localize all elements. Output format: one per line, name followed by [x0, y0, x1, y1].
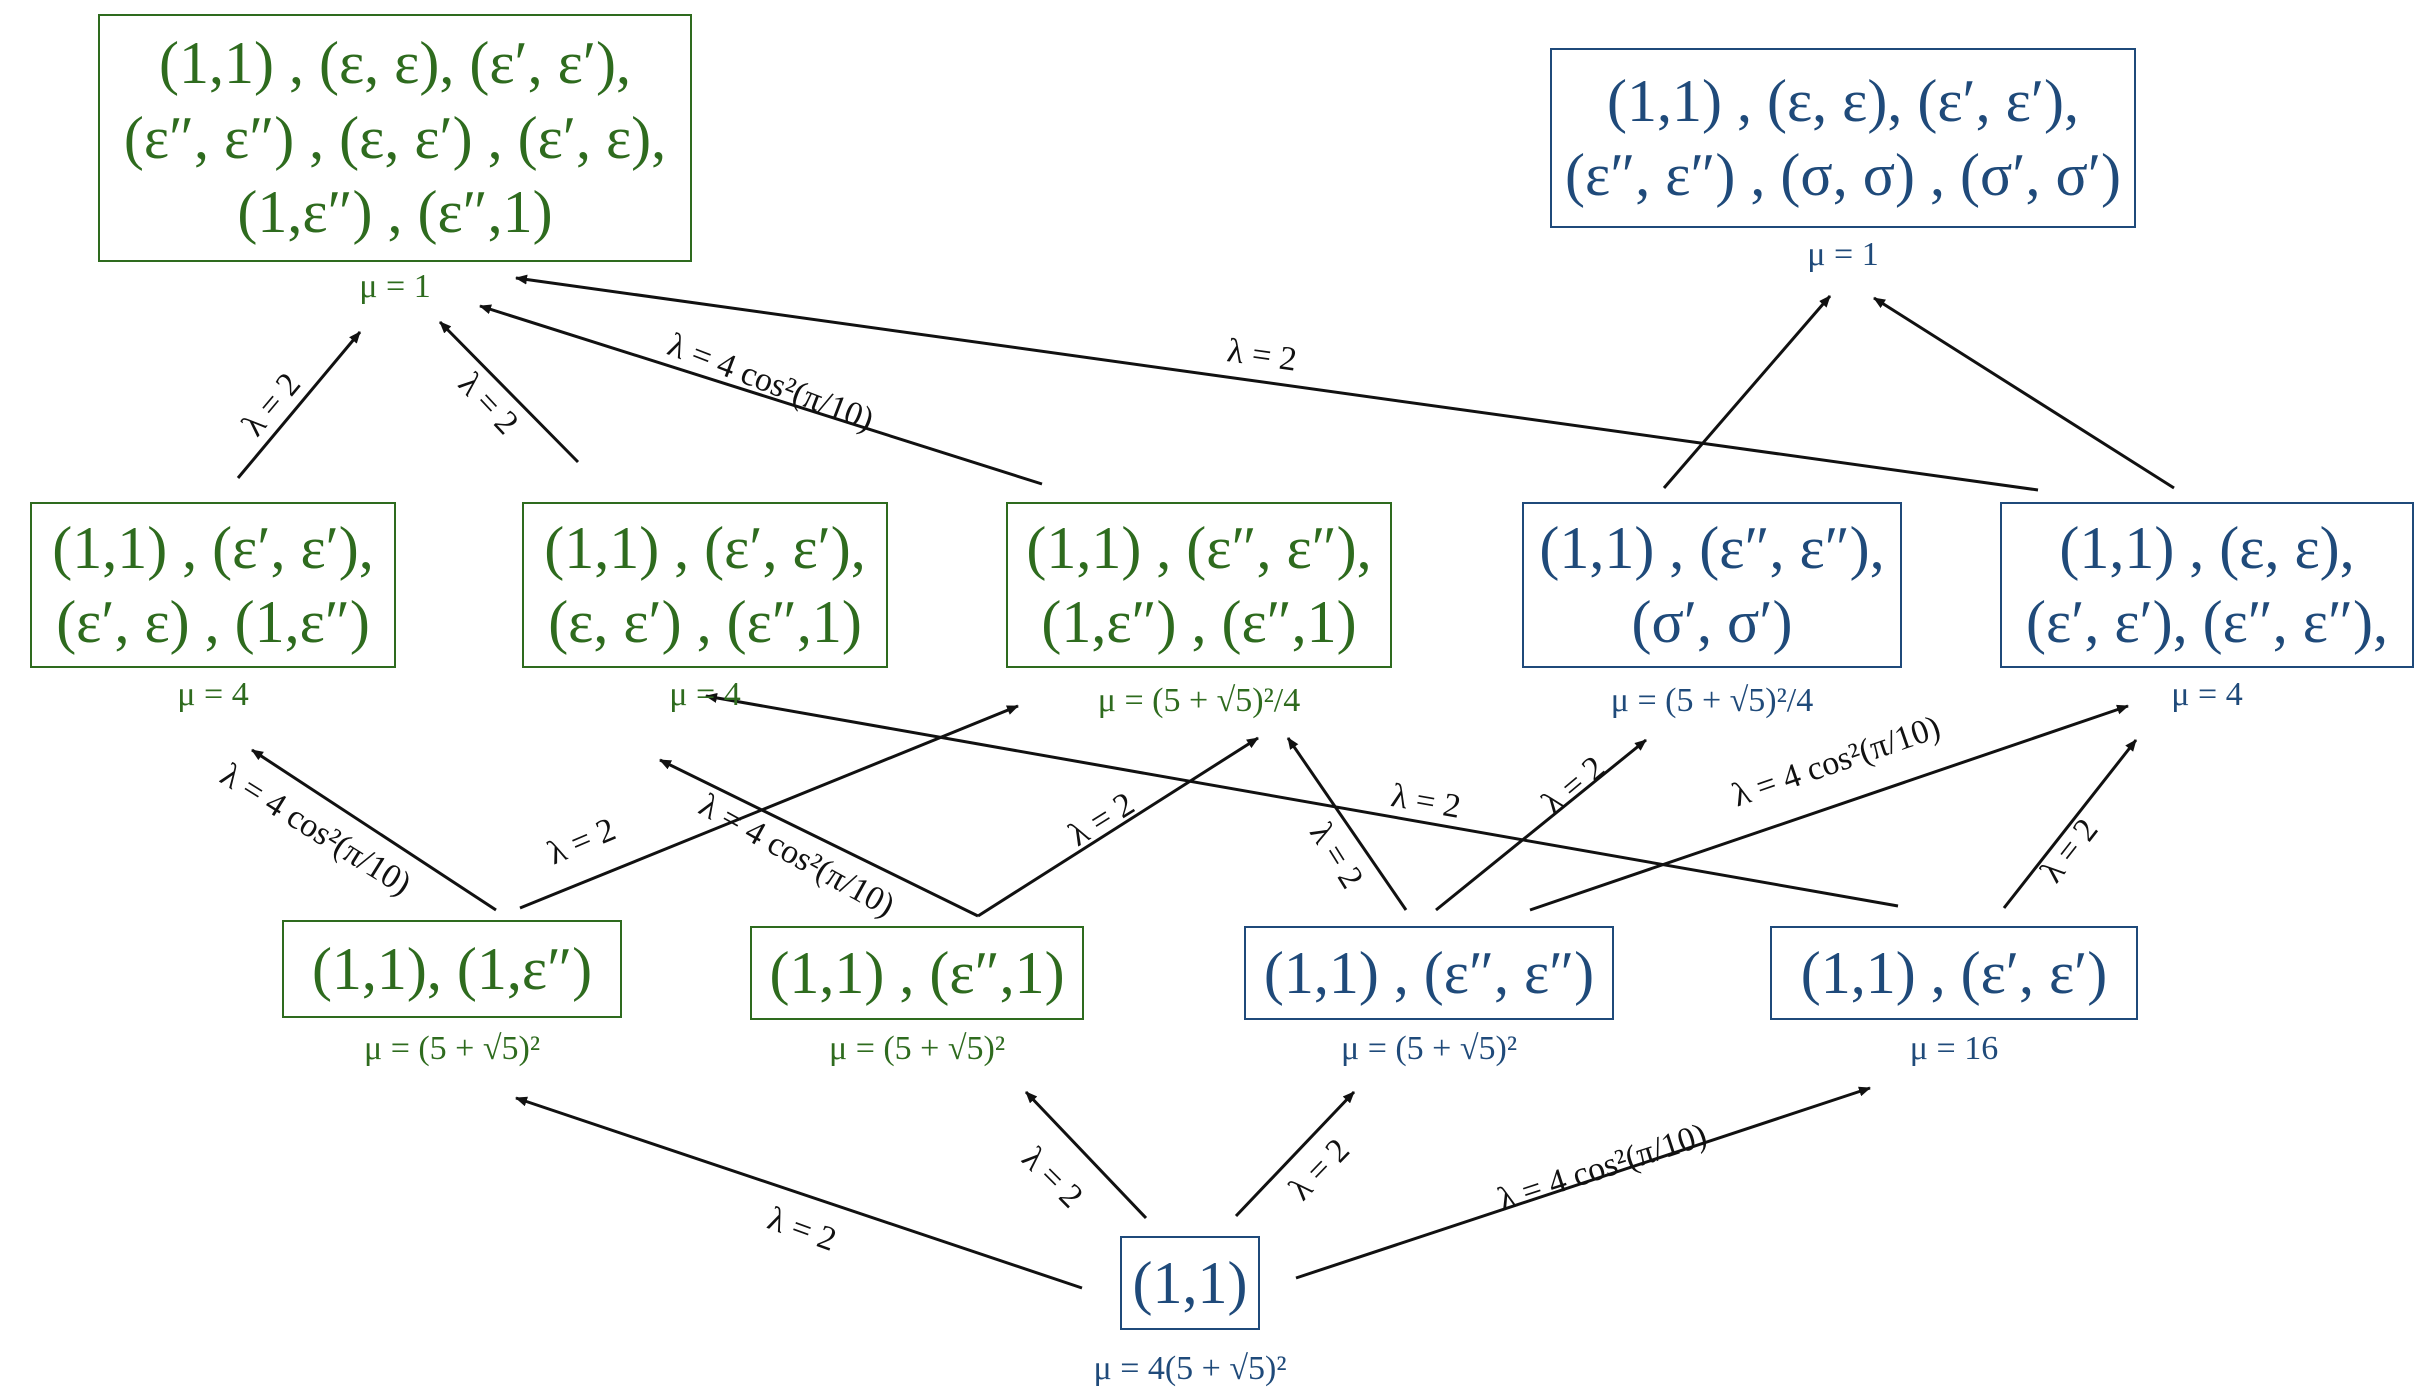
node-label-line: (ε″, ε″) , (σ, σ) , (σ′, σ′) — [1565, 142, 2121, 208]
edge-arrow-low-4-to-mid-5 — [2002, 739, 2138, 909]
edge-arrow-mid-3-to-top-green — [479, 304, 1043, 486]
node-label-line: (1,1) , (ε″, ε″), — [1026, 514, 1372, 581]
edge-arrow-low-1-to-mid-1 — [251, 748, 497, 912]
edge-arrow-bottom-to-low-4 — [1295, 1086, 1871, 1280]
edge-arrow-low-2-to-mid-2 — [659, 758, 979, 918]
node-mid-1: (1,1) , (ε′, ε′), (ε′, ε) , (1,ε″) — [30, 502, 396, 668]
edge-arrow-low-3-to-mid-5 — [1529, 704, 2129, 912]
edge-arrow-mid-1-to-top-green — [236, 331, 362, 479]
node-mu-bottom: μ = 4(5 + √5)² — [1093, 1350, 1287, 1387]
node-mu-mid-1: μ = 4 — [177, 676, 249, 713]
node-low-3: (1,1) , (ε″, ε″) — [1244, 926, 1614, 1020]
node-mid-2: (1,1) , (ε′, ε′), (ε, ε′) , (ε″,1) — [522, 502, 888, 668]
node-mu-low-3: μ = (5 + √5)² — [1340, 1030, 1518, 1067]
edge-arrow-mid-4-to-top-blue — [1662, 295, 1832, 489]
node-mid-5: (1,1) , (ε, ε), (ε′, ε′), (ε″, ε″), — [2000, 502, 2414, 668]
node-mid-4: (1,1) , (ε″, ε″), (σ′, σ′) — [1522, 502, 1902, 668]
edge-arrow-low-3-to-mid-3 — [1286, 737, 1408, 911]
node-top-green: (1,1) , (ε, ε), (ε′, ε′), (ε″, ε″) , (ε, … — [98, 14, 692, 262]
node-label-line: (ε′, ε) , (1,ε″) — [56, 589, 370, 655]
node-mid-3: (1,1) , (ε″, ε″), (1,ε″) , (ε″,1) — [1006, 502, 1392, 668]
node-mu-top-green: μ = 1 — [359, 268, 431, 305]
node-low-4: (1,1) , (ε′, ε′) — [1770, 926, 2138, 1020]
edge-arrow-bottom-to-low-2 — [1024, 1090, 1148, 1220]
node-label-line: (1,1) , (ε″, ε″), — [1539, 514, 1885, 581]
edge-arrow-mid-2-to-top-green — [438, 320, 580, 464]
node-label-line: (1,1) , (ε″,1) — [769, 939, 1065, 1006]
edge-arrow-low-2-to-mid-3 — [977, 736, 1259, 918]
edge-arrow-mid-5-to-top-blue — [1873, 296, 2175, 490]
node-label-line: (1,1) — [1132, 1249, 1248, 1316]
edge-arrow-low-4-to-mid-2 — [705, 692, 1899, 908]
node-low-2: (1,1) , (ε″,1) — [750, 926, 1084, 1020]
node-label-line: (1,1) , (ε″, ε″) — [1263, 939, 1595, 1006]
node-label-line: (1,1) , (ε′, ε′) — [1800, 939, 2108, 1006]
node-label-line: (ε, ε′) , (ε″,1) — [548, 589, 862, 655]
node-bottom: (1,1) — [1120, 1236, 1260, 1330]
node-label-line: (1,1) , (ε′, ε′), — [544, 514, 866, 581]
edge-arrow-low-3-to-mid-4 — [1435, 738, 1647, 912]
node-label-line: (σ′, σ′) — [1631, 589, 1793, 655]
node-label-line: (1,1), (1,ε″) — [311, 935, 593, 1002]
node-label-line: (1,1) , (ε′, ε′), — [52, 514, 374, 581]
node-label-line: (1,1) , (ε, ε), (ε′, ε′), — [159, 30, 631, 97]
edge-arrow-bottom-to-low-3 — [1234, 1090, 1356, 1218]
node-label-line: (ε″, ε″) , (ε, ε′) , (ε′, ε), — [123, 104, 667, 171]
edge-arrow-low-1-to-mid-3 — [519, 704, 1019, 910]
node-mu-mid-2: μ = 4 — [669, 676, 741, 713]
node-mu-mid-3: μ = (5 + √5)²/4 — [1097, 682, 1301, 719]
node-label-line: (1,ε″) , (ε″,1) — [1041, 589, 1357, 655]
node-mu-mid-4: μ = (5 + √5)²/4 — [1610, 682, 1814, 719]
node-label-line: (1,ε″) , (ε″,1) — [237, 179, 553, 246]
node-label-line: (1,1) , (ε, ε), — [2059, 514, 2355, 581]
node-label-line: (1,1) , (ε, ε), (ε′, ε′), — [1607, 67, 2079, 134]
node-mu-mid-5: μ = 4 — [2171, 676, 2243, 713]
node-low-1: (1,1), (1,ε″) — [282, 920, 622, 1018]
node-mu-low-2: μ = (5 + √5)² — [828, 1030, 1006, 1067]
node-mu-low-1: μ = (5 + √5)² — [363, 1030, 541, 1067]
node-mu-low-4: μ = 16 — [1909, 1030, 1999, 1067]
node-mu-top-blue: μ = 1 — [1807, 236, 1879, 273]
node-top-blue: (1,1) , (ε, ε), (ε′, ε′), (ε″, ε″) , (σ, … — [1550, 48, 2136, 228]
node-label-line: (ε′, ε′), (ε″, ε″), — [2026, 589, 2388, 655]
edge-arrow-bottom-to-low-1 — [515, 1096, 1083, 1290]
edge-arrow-mid-5-to-top-green — [515, 274, 2039, 492]
